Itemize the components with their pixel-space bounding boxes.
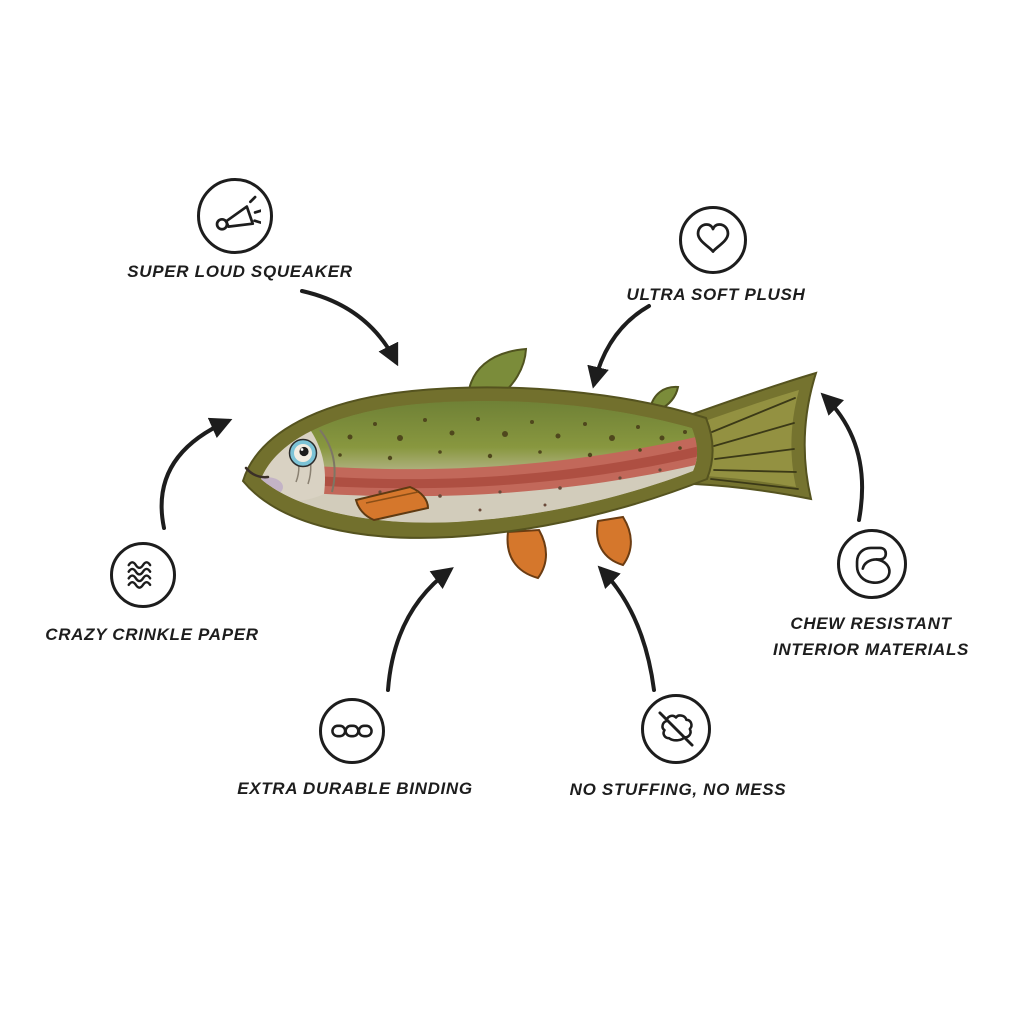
- binding-label: EXTRA DURABLE BINDING: [237, 779, 473, 798]
- arrow-crinkle: [159, 417, 233, 530]
- no-stuffing-icon: [658, 711, 694, 747]
- binding-icon-circle: [319, 698, 385, 764]
- stuffing-icon-circle: [641, 694, 711, 764]
- chew-label-line2: INTERIOR MATERIALS: [772, 640, 970, 659]
- muscle-icon: [855, 546, 891, 584]
- arrow-squeaker: [300, 289, 399, 367]
- chain-links-icon: [331, 724, 373, 738]
- arrow-chew: [820, 392, 865, 522]
- chew-label: CHEW RESISTANT INTERIOR MATERIALS: [773, 611, 969, 663]
- stuffing-label: NO STUFFING, NO MESS: [569, 780, 787, 799]
- squeaker-icon-circle: [197, 178, 273, 254]
- plush-icon-circle: [679, 206, 747, 274]
- arrow-binding: [386, 567, 454, 692]
- anal-fin: [596, 515, 632, 567]
- tail-stripes: [710, 397, 799, 490]
- fish-speckles-lower: [378, 468, 662, 512]
- crinkle-label: CRAZY CRINKLE PAPER: [45, 625, 259, 644]
- plush-label: ULTRA SOFT PLUSH: [626, 285, 806, 304]
- fish-mouth: [244, 466, 270, 479]
- pectoral-fin: [354, 485, 430, 522]
- fish-eye: [288, 438, 318, 468]
- fish-tail: [691, 371, 818, 501]
- fish-speckles-upper: [338, 417, 687, 461]
- pelvic-fin: [506, 528, 547, 580]
- squeaker-label: SUPER LOUD SQUEAKER: [127, 262, 353, 281]
- horn-squeaker-icon: [215, 195, 261, 231]
- fish-toy-illustration: [241, 347, 818, 580]
- heart-icon: [696, 223, 730, 253]
- chew-label-line1: CHEW RESISTANT: [790, 614, 952, 633]
- chew-icon-circle: [837, 529, 907, 599]
- crinkle-waves-icon: [127, 561, 152, 589]
- arrow-stuffing: [597, 565, 656, 692]
- crinkle-icon-circle: [110, 542, 176, 608]
- arrow-plush: [587, 304, 651, 389]
